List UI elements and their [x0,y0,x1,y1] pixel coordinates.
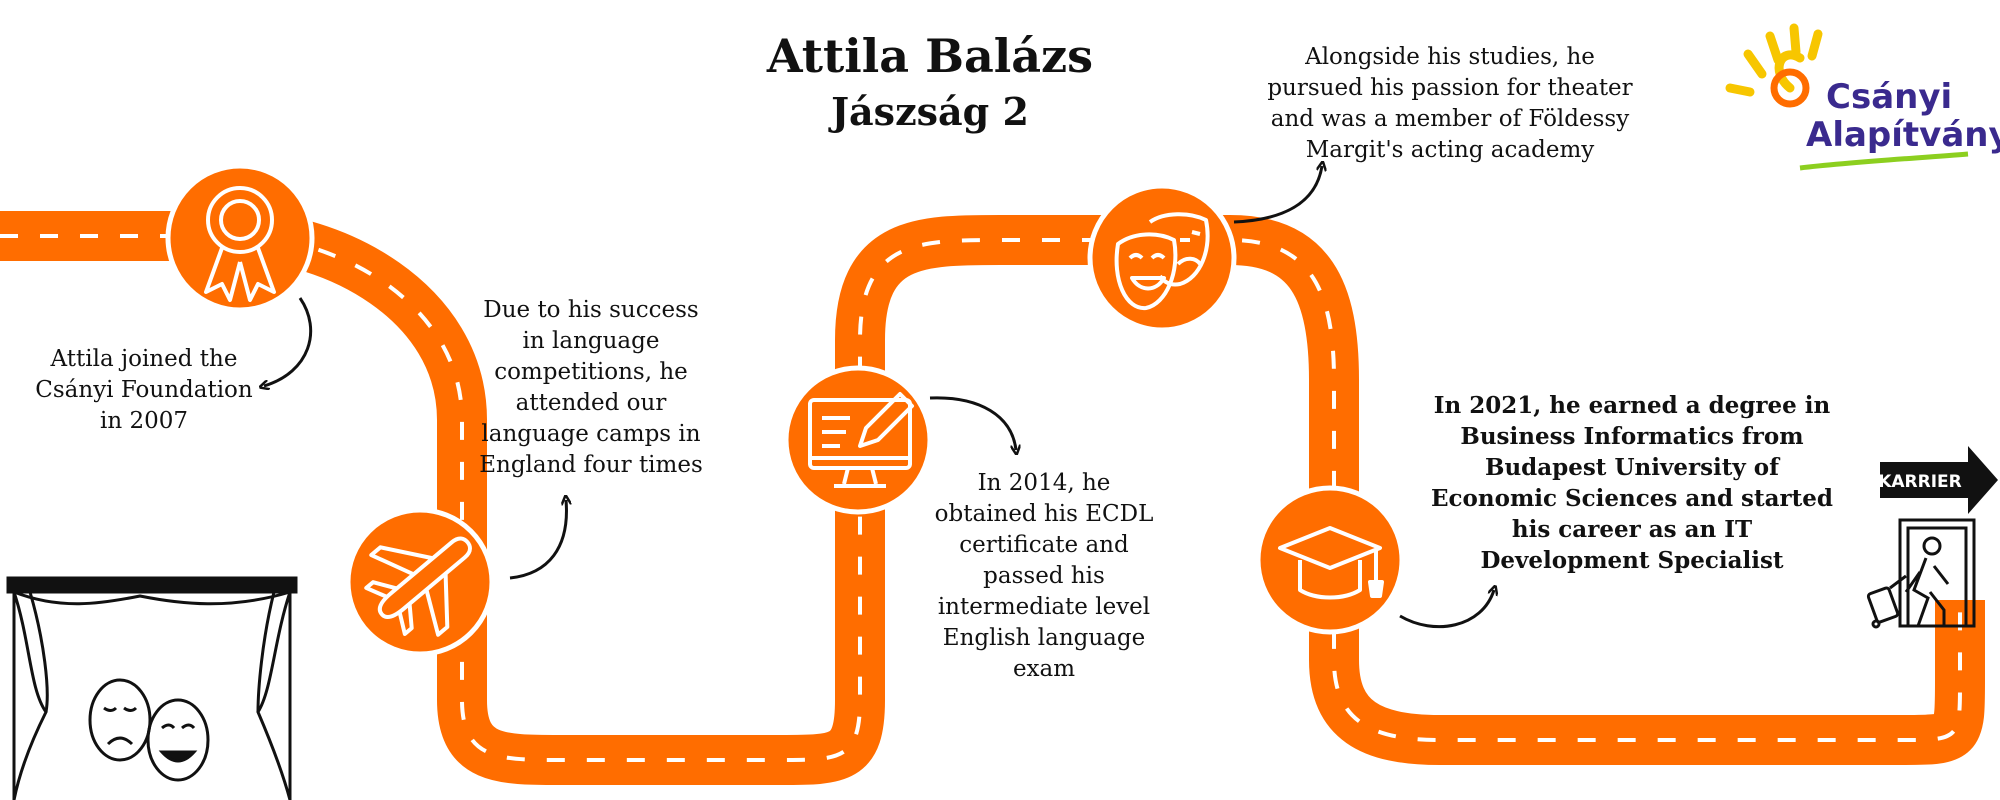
milestone-computer [783,365,933,515]
exit-door-person-icon [1866,518,1976,629]
milestone-text-4: Alongside his studies, he pursued his pa… [1267,44,1633,163]
arrow-4 [1233,166,1322,224]
arrow-2 [509,500,566,580]
milestone-text-3: In 2014, he obtained his ECDL certificat… [934,470,1154,682]
milestone-airplane [345,507,495,657]
milestone-text-2: Due to his success in language competiti… [479,297,703,478]
karrier-exit: KARRIER [1866,446,1998,629]
logo-line-1: Csányi [1826,77,1952,117]
theater-stage-illustration [6,576,298,800]
page-subtitle: Jászság 2 [831,89,1029,134]
drama-masks-icon [88,678,210,782]
page-title: Attila Balázs [766,29,1094,83]
milestone-award [165,163,315,313]
arrow-5 [1399,590,1494,629]
karrier-arrow-sign [1880,446,1998,514]
milestone-text-5: In 2021, he earned a degree in Business … [1431,392,1833,574]
logo-line-2: Alapítvány [1806,115,2000,155]
award-ribbon-icon [204,186,276,302]
milestone-theater [1087,183,1237,333]
road-path [0,211,1985,785]
arrow-1 [264,297,313,386]
milestone-graduation [1255,485,1405,635]
graduation-cap-icon [1278,526,1384,600]
arrow-3 [929,396,1016,450]
logo-swoosh [1799,151,1969,171]
connector-arrows [264,166,1494,629]
csanyi-logo: Csányi Alapítvány [1725,23,2000,171]
airplane-icon [364,536,472,637]
milestone-text-1: Attila joined the Csányi Foundation in 2… [35,346,253,434]
computer-pencil-icon [808,392,914,488]
sun-hand-icon [1725,23,1823,108]
karrier-label: KARRIER [1878,472,1962,492]
theater-masks-icon [1114,212,1210,311]
